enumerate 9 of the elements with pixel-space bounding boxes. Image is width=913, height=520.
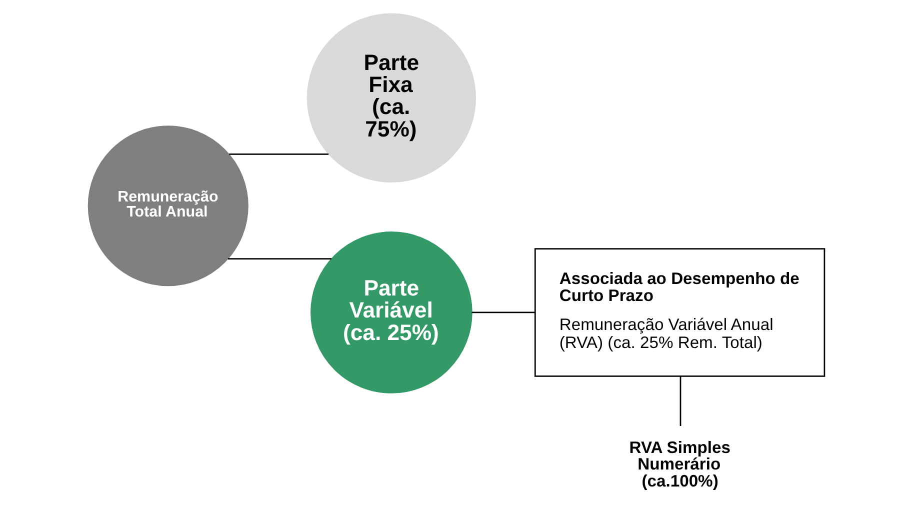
connector xyxy=(229,154,329,155)
connector xyxy=(228,258,332,260)
connector xyxy=(680,376,682,426)
node-box: Associada ao Desempenho de Curto Prazo Remuneração Variável Anual (RVA) (ca. 25% Rem. Total) xyxy=(534,248,826,377)
connector xyxy=(472,312,535,314)
node-text: RVA Simples Numerário (ca.100%) xyxy=(629,438,731,490)
node-circle: Parte Variável (ca. 25%) xyxy=(310,232,472,394)
node-circle: Parte Fixa (ca. 75%) xyxy=(306,13,476,183)
node-circle: Remuneração Total Anual xyxy=(88,126,248,286)
